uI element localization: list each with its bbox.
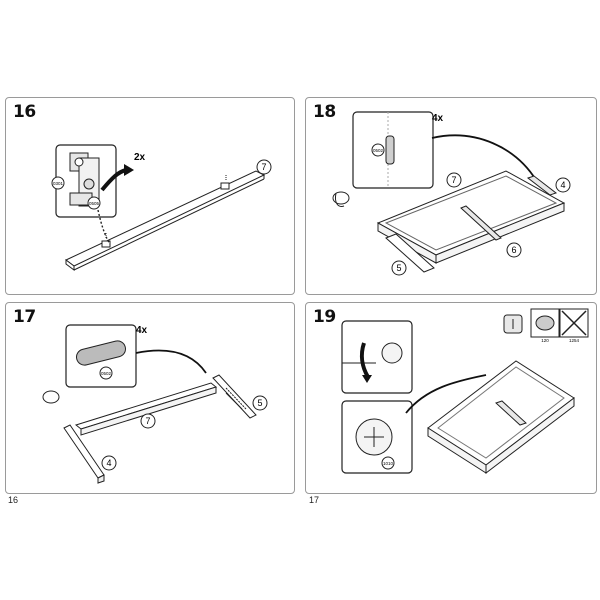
step-17-number: 17 xyxy=(13,307,36,327)
inset-detail-box: 0301 0505 xyxy=(51,144,117,218)
rail-part xyxy=(65,170,266,271)
page-number-right: 17 xyxy=(309,495,320,505)
box-label: 1254 xyxy=(569,338,580,343)
step-18-number: 18 xyxy=(313,102,336,122)
part-ref-label: 7 xyxy=(451,175,456,185)
connector-arrow xyxy=(135,349,207,374)
frame-part xyxy=(376,170,566,273)
rotation-arrow-icon xyxy=(359,342,370,379)
side-panel-part xyxy=(63,424,105,484)
side-panel-part xyxy=(212,374,257,419)
step-18-illustration: 0502 4x 7 4 6 5 xyxy=(332,111,571,276)
part-ref-label: 6 xyxy=(511,245,516,255)
step-16-illustration: 0301 0505 2x 7 xyxy=(51,144,272,271)
part-ref-circle xyxy=(555,177,571,193)
step-19-panel: 19 120 1254 1010 xyxy=(305,302,597,494)
part-ref-label: 5 xyxy=(396,263,401,273)
inset-detail-box xyxy=(341,320,413,394)
part-ref-circle xyxy=(101,455,117,471)
step-17-panel: 17 0502 4x 7 5 xyxy=(5,302,295,494)
part-ref-circle xyxy=(446,172,462,188)
fitting-code-label: 0502 xyxy=(373,148,384,153)
quantity-label: 4x xyxy=(432,113,444,124)
dowel-part xyxy=(76,340,126,366)
step-16-panel: 16 0301 0505 xyxy=(5,97,295,295)
rail-part xyxy=(74,382,218,436)
box-label: 120 xyxy=(541,338,549,343)
part-ref-label: 7 xyxy=(261,162,266,172)
part-ref-circle xyxy=(252,395,268,411)
connector-arrow xyxy=(405,374,487,414)
quantity-label: 2x xyxy=(134,152,146,163)
hand-icon xyxy=(42,390,60,404)
fitting-code-label: 0502 xyxy=(101,371,112,376)
frame-part xyxy=(427,360,575,475)
part-ref-circle xyxy=(506,242,522,258)
step-17-illustration: 0502 4x 7 5 4 xyxy=(42,324,268,484)
part-ref-circle xyxy=(391,260,407,276)
part-ref-label: 5 xyxy=(257,398,262,408)
part-ref-circle xyxy=(256,159,272,175)
page-number-left: 16 xyxy=(8,495,19,505)
connector-arrow xyxy=(97,209,111,245)
fitting-code-label: 0301 xyxy=(53,181,64,186)
step-16-number: 16 xyxy=(13,102,36,122)
fitting-code-label: 1010 xyxy=(383,461,394,466)
part-ref-label: 7 xyxy=(145,416,150,426)
code-circle xyxy=(51,176,65,190)
connector-arrow xyxy=(431,134,537,181)
hand-icon xyxy=(332,191,350,207)
part-ref-circle xyxy=(140,413,156,429)
part-ref-label: 4 xyxy=(560,180,565,190)
step-19-number: 19 xyxy=(313,307,336,327)
code-circle xyxy=(87,196,101,210)
step-18-panel: 18 0502 4x 7 4 6 5 xyxy=(305,97,597,295)
quantity-label: 4x xyxy=(136,325,148,336)
fitting-code-label: 0505 xyxy=(89,201,100,206)
part-ref-label: 4 xyxy=(106,458,111,468)
dowel-part xyxy=(385,135,395,165)
step-19-illustration: 120 1254 1010 xyxy=(341,308,589,475)
